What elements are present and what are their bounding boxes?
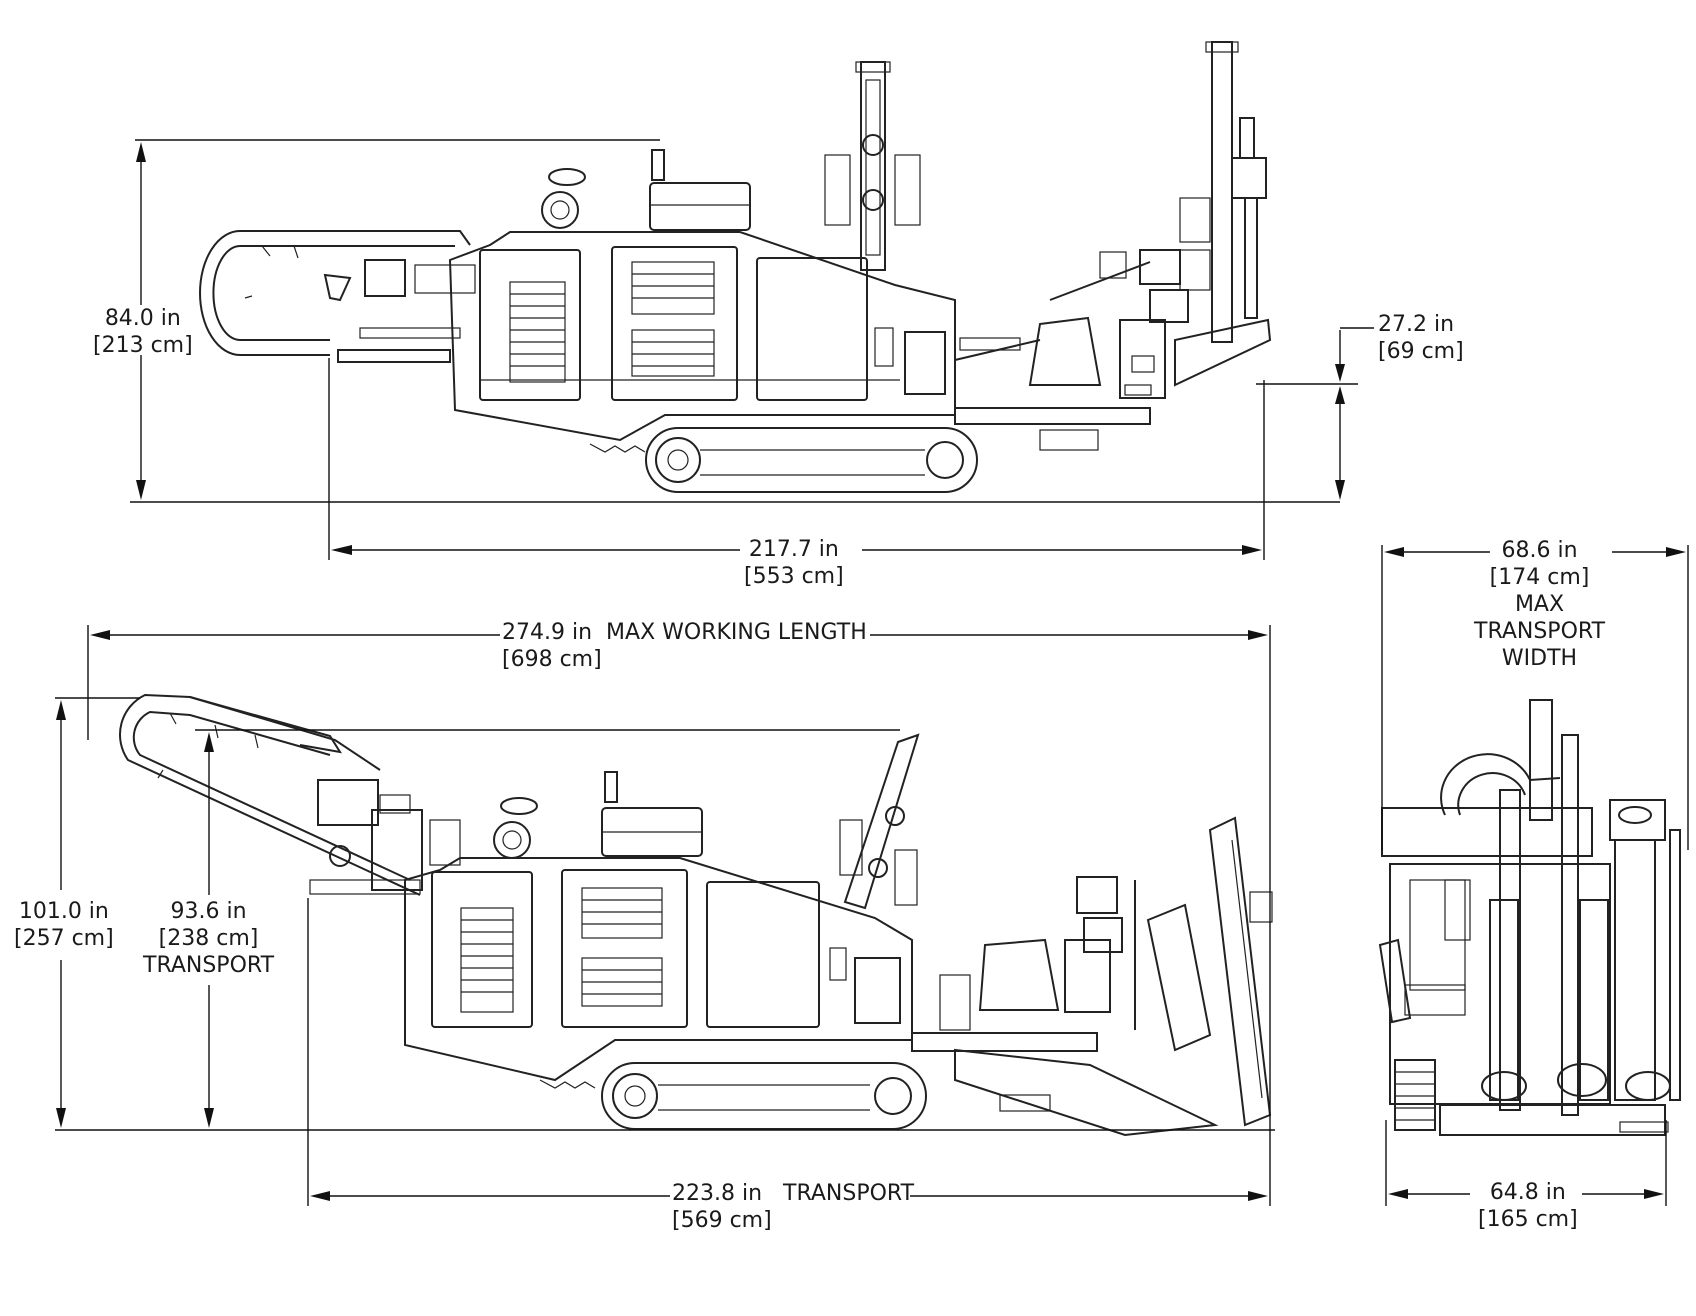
louver-center-bottom <box>631 329 715 377</box>
transport-view-dimensions <box>55 625 1275 1206</box>
side-height-value: 84.0 in <box>104 306 181 331</box>
max-working-length-value: 274.9 in <box>502 620 593 645</box>
max-working-length-line: 274.9 in MAX WORKING LENGTH <box>502 619 867 646</box>
track-width-metric: [165 cm] <box>1478 1207 1578 1232</box>
transport-louver-center-top <box>581 887 663 939</box>
track-width-label: 64.8 in [165 cm] <box>1478 1179 1578 1233</box>
max-width-text-1: MAX <box>1514 592 1565 617</box>
transport-length-value: 223.8 in <box>672 1181 763 1206</box>
louver-left <box>509 281 566 383</box>
transport-height-label: 93.6 in [238 cm] TRANSPORT <box>143 898 274 979</box>
max-working-length-label: 274.9 in MAX WORKING LENGTH [698 cm] <box>502 619 867 673</box>
max-height-label: 101.0 in [257 cm] <box>14 898 114 952</box>
transport-height-value: 93.6 in <box>170 899 247 924</box>
louver-center-top <box>631 261 715 315</box>
transport-view-machine <box>118 693 1273 1137</box>
side-height-metric: [213 cm] <box>93 333 193 358</box>
transport-height-metric: [238 cm] <box>158 926 259 951</box>
max-width-text-3: WIDTH <box>1501 646 1578 671</box>
max-height-metric: [257 cm] <box>14 926 114 951</box>
side-view-machine <box>199 41 1272 493</box>
max-working-length-text: MAX WORKING LENGTH <box>606 620 867 645</box>
transport-height-text: TRANSPORT <box>143 953 275 978</box>
transport-length-label: 223.8 in TRANSPORT [569 cm] <box>672 1180 914 1234</box>
track-width-value: 64.8 in <box>1489 1180 1566 1205</box>
rear-view-dimensions <box>1381 545 1689 1206</box>
max-width-value: 68.6 in <box>1501 538 1578 563</box>
max-working-length-metric: [698 cm] <box>502 647 602 672</box>
transport-length-line: 223.8 in TRANSPORT <box>672 1180 914 1207</box>
side-view-dimensions <box>130 139 1374 560</box>
transport-louver-left <box>460 907 514 1013</box>
side-length-label: 217.7 in [553 cm] <box>744 536 844 590</box>
transport-louver-center-bottom <box>581 957 663 1007</box>
side-height-label: 84.0 in [213 cm] <box>93 305 193 359</box>
rear-view-machine <box>1378 699 1681 1136</box>
transport-length-metric: [569 cm] <box>672 1208 772 1233</box>
rear-clearance-metric: [69 cm] <box>1378 339 1464 364</box>
rear-clearance-value: 27.2 in <box>1378 312 1455 337</box>
max-width-metric: [174 cm] <box>1489 565 1590 590</box>
max-width-label: 68.6 in [174 cm] MAX TRANSPORT WIDTH <box>1474 537 1605 672</box>
max-width-text-2: TRANSPORT <box>1474 619 1606 644</box>
rear-clearance-label: 27.2 in [69 cm] <box>1378 311 1464 365</box>
max-height-value: 101.0 in <box>18 899 109 924</box>
transport-length-text: TRANSPORT <box>783 1181 915 1206</box>
side-length-metric: [553 cm] <box>744 564 844 589</box>
side-length-value: 217.7 in <box>748 537 839 562</box>
